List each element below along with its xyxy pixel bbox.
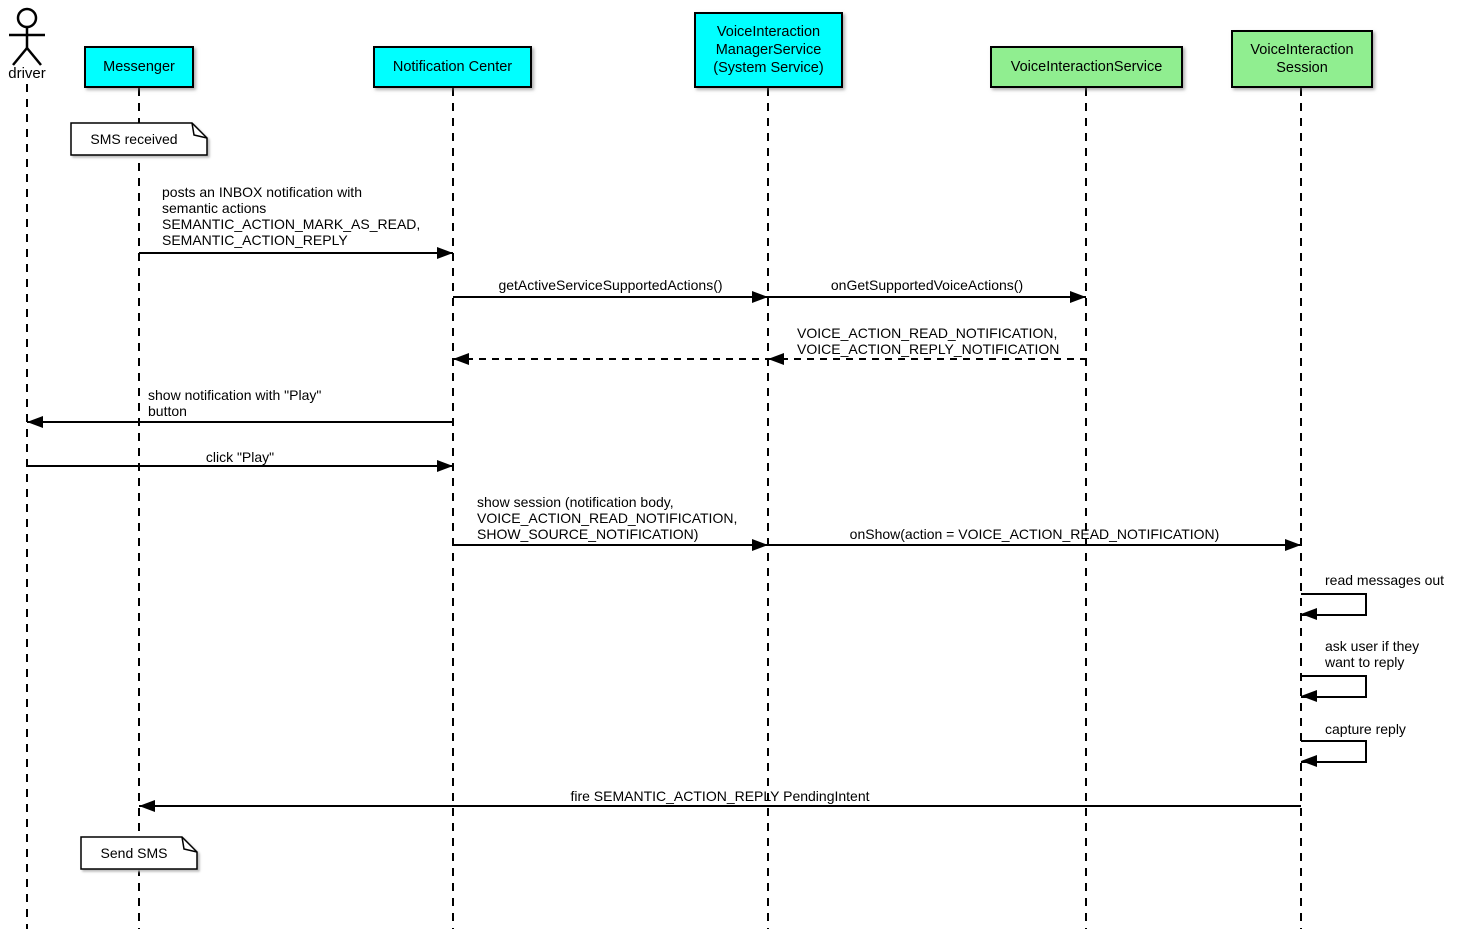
participant-voice-interaction-session: VoiceInteraction Session <box>1231 30 1373 88</box>
arrowhead <box>27 416 43 428</box>
actor-driver-label: driver <box>8 65 46 82</box>
arrowhead <box>1301 608 1317 620</box>
label-show-notification-play: show notification with "Play" button <box>148 387 322 419</box>
label-voice-actions-return: VOICE_ACTION_READ_NOTIFICATION, VOICE_AC… <box>797 325 1060 357</box>
label-posts-inbox-notification: posts an INBOX notification with semanti… <box>162 184 421 248</box>
participant-notification-center: Notification Center <box>373 46 532 88</box>
label-get-active-service-supported-actions: getActiveServiceSupportedActions() <box>498 277 723 293</box>
label-read-messages-out: read messages out <box>1325 572 1445 588</box>
label-click-play: click "Play" <box>205 449 275 465</box>
arrow-on-show <box>768 544 1301 546</box>
lifeline-messenger <box>138 88 140 929</box>
lifeline-voice-interaction-session <box>1300 88 1302 929</box>
participant-messenger: Messenger <box>84 46 194 88</box>
lifeline-voice-interaction-manager-service <box>767 88 769 929</box>
self-message-loop-capture-reply <box>1301 740 1367 763</box>
arrowhead <box>1285 539 1301 551</box>
arrow-voice-actions-return <box>768 358 1086 360</box>
arrow-show-notification-play <box>27 421 453 423</box>
participant-voice-interaction-service: VoiceInteractionService <box>990 46 1183 88</box>
label-show-session: show session (notification body, VOICE_A… <box>477 494 738 542</box>
arrowhead <box>453 353 469 365</box>
label-on-get-supported-voice-actions: onGetSupportedVoiceActions() <box>830 277 1024 293</box>
arrowhead <box>752 291 768 303</box>
self-message-loop-read-messages-out <box>1301 593 1367 616</box>
note-text: Send SMS <box>100 845 168 861</box>
note-text: SMS received <box>90 131 178 147</box>
arrowhead <box>437 460 453 472</box>
arrow-show-session <box>453 544 768 546</box>
arrowhead <box>1301 755 1317 767</box>
note-sms-received: SMS received <box>70 122 208 156</box>
lifeline-driver <box>26 84 28 929</box>
arrowhead <box>1070 291 1086 303</box>
label-ask-user-reply: ask user if they want to reply <box>1325 638 1420 670</box>
arrowhead <box>752 539 768 551</box>
arrow-fire-semantic-action-reply <box>139 805 1301 807</box>
label-fire-semantic-action-reply: fire SEMANTIC_ACTION_REPLY PendingIntent <box>570 788 870 804</box>
arrowhead <box>768 353 784 365</box>
arrowhead <box>1301 690 1317 702</box>
lifeline-voice-interaction-service <box>1085 88 1087 929</box>
lifeline-notification-center <box>452 88 454 929</box>
arrow-posts-inbox-notification <box>139 252 453 254</box>
arrowhead <box>437 247 453 259</box>
note-send-sms: Send SMS <box>80 836 198 870</box>
participant-voice-interaction-manager-service: VoiceInteraction ManagerService (System … <box>694 12 843 88</box>
arrow-return-to-notification-center <box>453 358 768 360</box>
arrowhead <box>139 800 155 812</box>
actor-driver-icon <box>9 7 45 66</box>
label-capture-reply: capture reply <box>1325 721 1406 737</box>
arrow-get-active-service-supported-actions <box>453 296 768 298</box>
self-message-loop-ask-user-reply <box>1301 675 1367 698</box>
arrow-click-play <box>27 465 453 467</box>
arrow-on-get-supported-voice-actions <box>768 296 1086 298</box>
label-on-show: onShow(action = VOICE_ACTION_READ_NOTIFI… <box>849 526 1220 542</box>
